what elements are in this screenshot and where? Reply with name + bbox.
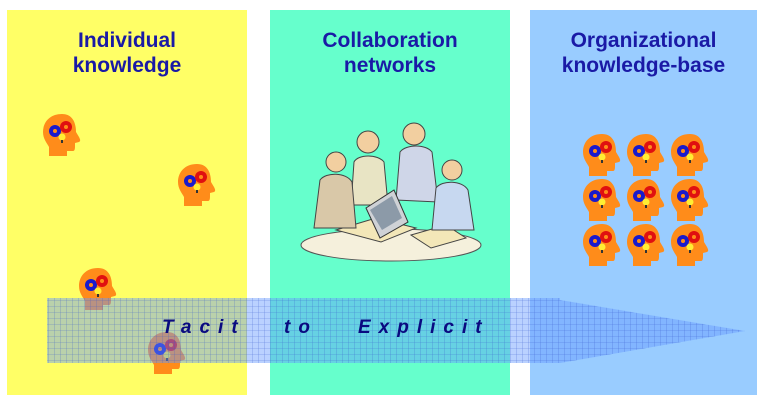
thinking-head-icon	[580, 177, 624, 223]
thinking-head-icon	[668, 222, 712, 268]
panel-title-individual: Individual knowledge	[72, 29, 182, 77]
thinking-head-icon	[668, 132, 712, 178]
thinking-head-icon	[624, 177, 668, 223]
thinking-head-icon	[624, 132, 668, 178]
arrow-word-tacit: Tacit	[162, 317, 246, 338]
thinking-head-icon	[580, 132, 624, 178]
panel-title-organizational: Organizational knowledge-base	[561, 29, 726, 77]
panel-title-collaboration: Collaboration networks	[322, 29, 458, 77]
thinking-head-icon	[175, 162, 219, 208]
thinking-head-icon	[580, 222, 624, 268]
people-collaborating-illustration	[300, 122, 482, 262]
arrow-word-explicit: Explicit	[358, 317, 490, 338]
thinking-head-icon	[76, 266, 120, 312]
thinking-head-icon	[40, 112, 84, 158]
arrow-word-to: to	[284, 317, 318, 338]
thinking-head-icon	[668, 177, 712, 223]
thinking-head-icon	[624, 222, 668, 268]
